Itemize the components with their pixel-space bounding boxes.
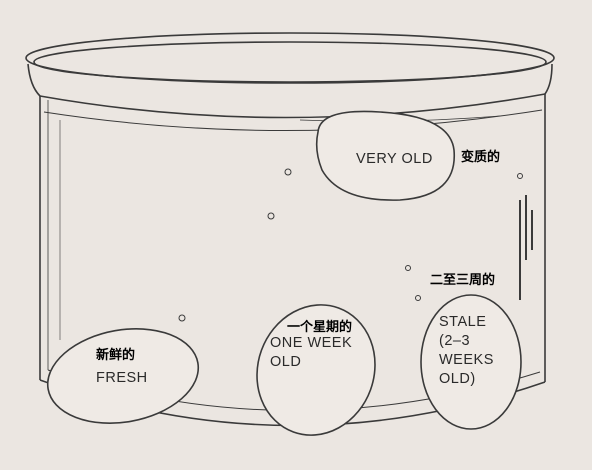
label-very-old-cn: 变质的 — [461, 150, 501, 165]
label-one-week-en: ONE WEEK OLD — [270, 335, 353, 370]
glass-reflection — [59, 120, 533, 340]
egg-very-old — [315, 110, 455, 201]
egg-stale — [420, 294, 522, 430]
label-one-week-cn: 一个星期的 — [287, 320, 353, 335]
label-stale-en: STALE (2–3 WEEKS OLD) — [439, 314, 494, 387]
label-fresh-en: FRESH — [96, 370, 148, 386]
bubbles — [178, 168, 523, 322]
label-fresh-cn: 新鲜的 — [96, 348, 136, 363]
label-very-old-en: VERY OLD — [356, 151, 433, 167]
egg-fresh — [46, 328, 200, 424]
label-stale-cn: 二至三周的 — [430, 273, 496, 288]
egg-one-week — [256, 304, 376, 436]
